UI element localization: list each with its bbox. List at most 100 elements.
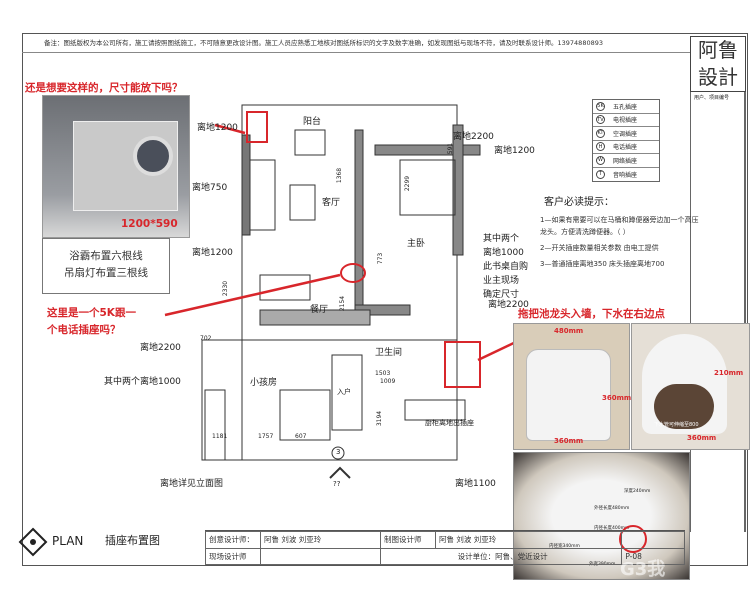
creative-designer-label: 创意设计师： [205, 531, 261, 549]
dim: 591 [447, 142, 455, 155]
dim: 3194 [376, 410, 384, 427]
dim-label: 360mm [687, 434, 717, 442]
socket-symbol-icon: 5K [596, 101, 605, 111]
dim: 773 [377, 252, 385, 265]
washer-size: 1200*590 [121, 218, 178, 230]
legend-row: W 网络插座 [593, 154, 659, 168]
sofa [249, 159, 276, 231]
dining-table [259, 274, 311, 301]
sink-body [526, 349, 611, 441]
question-top: 还是想要这样的，尺寸能放下吗？ [25, 82, 183, 94]
plan-label: 离地1200 [192, 248, 233, 258]
entry-rug [331, 354, 363, 431]
question-line: 这里是一个5K跟一 [47, 307, 136, 319]
plan-label: 离地2200 [488, 300, 529, 310]
room-balcony: 阳台 [303, 117, 322, 127]
sink-cavity [654, 384, 714, 429]
plan-label: 其中两个离地1000 [104, 377, 181, 387]
master-bed [399, 159, 456, 216]
socket-symbol-icon: H [596, 142, 605, 152]
note-line: 其中两个 [483, 234, 520, 244]
plan-label: 离地1100 [455, 479, 496, 489]
dim: 1757 [258, 433, 274, 440]
room-bath: 卫生间 [375, 348, 403, 358]
socket-symbol-icon: TV [596, 115, 605, 125]
drawing-name: 插座布置图 [105, 534, 160, 547]
wall-segment [241, 134, 251, 236]
highlight-mop-sink [444, 341, 481, 388]
compass-chevron [329, 466, 351, 479]
question-line: 个电话插座吗？ [47, 324, 121, 336]
dim-label: 210mm [714, 369, 744, 377]
washer-door [133, 136, 173, 176]
legend-label: 电话插座 [613, 144, 638, 152]
caption-line: 浴霸布置六根线 [69, 250, 143, 262]
dim: 1009 [380, 378, 396, 385]
note-line: 确定尺寸 [483, 290, 520, 300]
dim: 2330 [222, 280, 230, 297]
socket-symbol-icon: W [596, 155, 605, 165]
room-dining: 餐厅 [310, 305, 329, 315]
coffee-table [289, 184, 316, 221]
dim-label: 下水管可伸缩至800 [654, 422, 699, 428]
dim-label: 深度240mm [624, 489, 651, 494]
highlight-washer-spot [246, 111, 268, 143]
header-divider [22, 52, 690, 53]
dim: 1503 [375, 370, 391, 377]
project-label: 用户、项目编号 [694, 95, 730, 101]
child-bed [279, 389, 331, 441]
dim: 607 [295, 433, 307, 440]
room-kitchen: 厨柜离地出插座 [425, 419, 474, 427]
room-small: 小孩房 [250, 378, 278, 388]
title-block: 创意设计师：阿鲁 刘波 刘亚玲制图设计师阿鲁 刘波 刘亚玲 现场设计师设计单位：… [205, 530, 685, 565]
drafter-label: 制图设计师 [380, 531, 436, 549]
company-logo-seal: 阿鲁設計 [690, 36, 746, 92]
note-line: 此书桌自购 [483, 262, 529, 272]
socket-symbol-icon: T [596, 169, 605, 179]
dim: 2299 [404, 175, 412, 192]
watermark: G3我 [620, 559, 666, 580]
furniture [294, 129, 326, 156]
dim-label: 内径长度400mm [594, 526, 630, 531]
kitchen-counter [404, 399, 466, 421]
wardrobe [204, 389, 226, 461]
plan-label: 离地1200 [494, 146, 535, 156]
legend-label: 网络插座 [613, 157, 638, 165]
wall-segment [374, 144, 481, 156]
legend-row: 5K 五孔插座 [593, 100, 659, 114]
legend-label: 五孔插座 [613, 103, 638, 111]
customer-notes: 客户必读提示： 1—如果有需要可以在马桶和蹲便器旁边加一个高压龙头。方便清洗蹲便… [540, 193, 700, 274]
dim-label: 360mm [554, 437, 584, 445]
design-company: 设计单位：阿鲁、党近设计 [379, 547, 623, 565]
section-mark-circle [331, 446, 345, 460]
mop-sink-back-photo: 210mm 下水管可伸缩至800 360mm [631, 323, 750, 450]
washer-cabinet-photo: 1200*590 [42, 95, 190, 238]
wall-segment [452, 124, 464, 256]
sheet-number: P-08 [621, 547, 685, 565]
mop-sink-note: 拖把池龙头入墙，下水在右边点 [518, 308, 665, 320]
note-item: 2—开关插座数量相关参数 由电工提供 [540, 244, 659, 252]
dim: 702 [200, 335, 212, 342]
plan-label: 离地2200 [140, 343, 181, 353]
dim-label: 外径长度480mm [594, 506, 630, 511]
room-entry: 入户 [337, 388, 351, 396]
legend-row: H 电话插座 [593, 141, 659, 154]
caption-line: 吊扇灯布置三根线 [64, 267, 148, 279]
plan-label: PLAN [52, 534, 84, 548]
compass-mark: ?? [333, 480, 341, 488]
plan-label: 离地1200 [197, 123, 238, 133]
floor-plan [164, 104, 520, 479]
dim: 1368 [336, 167, 344, 184]
plan-label: 离地详见立面图 [160, 479, 224, 489]
dim: 1181 [212, 433, 228, 440]
cabinet [259, 309, 371, 326]
note-line: 业主现场 [483, 276, 520, 286]
room-living: 客厅 [322, 198, 341, 208]
header-note: 备注：图纸版权为本公司所有，施工请按照图纸施工，不可随意更改设计图。施工人员应熟… [44, 39, 603, 47]
arrow-line [214, 123, 246, 135]
site-designer-label: 现场设计师 [205, 547, 261, 565]
desk-note: 其中两个 离地1000 此书桌自购 业主现场 确定尺寸 [483, 232, 528, 302]
plan-compass-icon [18, 527, 48, 557]
